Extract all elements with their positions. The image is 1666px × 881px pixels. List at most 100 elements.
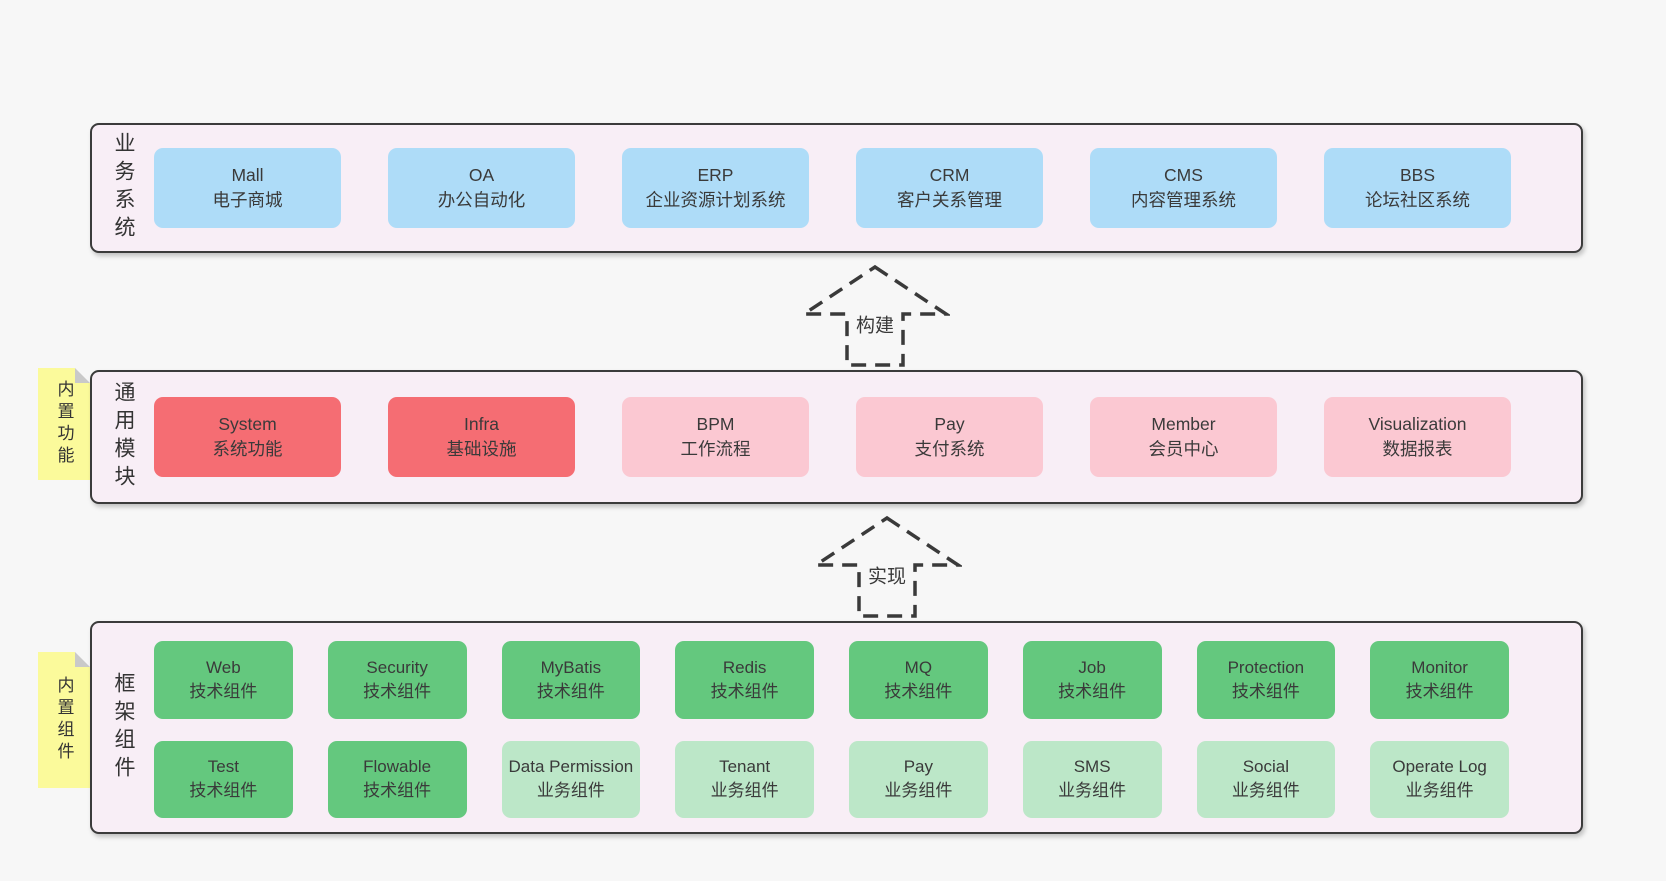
box-subtitle: 业务组件 [1058,781,1127,801]
box-title: Mall [231,164,264,185]
diagram-box-security: Security 技术组件 [327,641,467,719]
diagram-box-sms: SMS 业务组件 [1022,740,1162,818]
diagram-box-pay: Pay 业务组件 [849,740,988,818]
box-title: Security [366,657,428,677]
box-title: Job [1078,657,1106,677]
box-subtitle: 客户关系管理 [897,190,1002,210]
diagram-box-protection: Protection 技术组件 [1196,641,1336,719]
diagram-box-flowable: Flowable 技术组件 [327,740,467,818]
diagram-box-job: Job 技术组件 [1022,641,1162,719]
common-modules-row: System 系统功能 Infra 基础设施 BPM 工作流程 Pay 支付系统 Member 会… [154,372,1581,502]
sticky-note-builtin-features: 内置功能 [38,368,90,480]
diagram-box-operate-log: Operate Log 业务组件 [1370,740,1509,818]
box-subtitle: 业务组件 [1405,781,1474,801]
section-label-wrap: 框架组件 [92,623,154,832]
box-title: SMS [1073,757,1111,777]
box-subtitle: 支付系统 [914,439,985,459]
sticky-note-builtin-components: 内置组件 [38,652,90,788]
box-subtitle: 技术组件 [710,681,779,701]
section-label-wrap: 通用模块 [92,372,154,502]
box-subtitle: 电子商城 [212,190,283,210]
box-title: Monitor [1411,657,1468,677]
implement-arrow: 实现 [812,515,962,619]
box-subtitle: 技术组件 [189,681,258,701]
box-subtitle: 技术组件 [1231,681,1300,701]
box-title: OA [468,164,495,185]
box-subtitle: 系统功能 [212,439,283,459]
diagram-box-redis: Redis 技术组件 [675,641,814,719]
arrow-label: 构建 [851,309,899,339]
box-title: Pay [903,757,934,777]
diagram-box-oa: OA 办公自动化 [388,148,575,228]
box-subtitle: 业务组件 [884,781,953,801]
diagram-box-monitor: Monitor 技术组件 [1370,641,1509,719]
box-title: BPM [696,413,735,434]
box-subtitle: 技术组件 [536,681,605,701]
diagram-box-system: System 系统功能 [154,397,341,477]
box-subtitle: 会员中心 [1148,439,1219,459]
box-title: MyBatis [540,657,602,677]
box-title: Social [1242,757,1290,777]
box-subtitle: 技术组件 [1405,681,1474,701]
diagram-box-cms: CMS 内容管理系统 [1090,148,1277,228]
diagram-box-bpm: BPM 工作流程 [622,397,809,477]
box-subtitle: 工作流程 [680,439,751,459]
up-arrow-icon [812,515,962,618]
box-subtitle: 业务组件 [536,781,605,801]
box-subtitle: 基础设施 [446,439,517,459]
box-title: Web [206,657,241,677]
up-arrow-icon [800,264,950,367]
box-subtitle: 论坛社区系统 [1365,190,1470,210]
box-subtitle: 业务组件 [710,781,779,801]
business-systems-row: Mall 电子商城 OA 办公自动化 ERP 企业资源计划系统 CRM 客户关系管理 CMS 内容… [154,125,1581,251]
diagram-box-member: Member 会员中心 [1090,397,1277,477]
box-title: MQ [904,657,933,677]
diagram-box-bbs: BBS 论坛社区系统 [1324,148,1511,228]
box-title: ERP [697,164,734,185]
diagram-box-social: Social 业务组件 [1196,740,1336,818]
box-subtitle: 企业资源计划系统 [645,190,786,210]
section-label: 框架组件 [112,671,135,784]
section-label-wrap: 业务系统 [92,125,154,251]
box-subtitle: 业务组件 [1231,781,1300,801]
box-subtitle: 技术组件 [884,681,953,701]
section-label: 业务系统 [112,132,135,244]
box-title: Data Permission [508,757,634,777]
box-title: Operate Log [1392,757,1487,777]
box-title: Member [1151,413,1216,434]
diagram-box-mall: Mall 电子商城 [154,148,341,228]
box-subtitle: 办公自动化 [437,190,526,210]
box-subtitle: 技术组件 [1058,681,1127,701]
diagram-box-pay: Pay 支付系统 [856,397,1043,477]
box-title: BBS [1399,164,1436,185]
box-title: Redis [722,657,767,677]
box-title: CRM [929,164,970,185]
diagram-box-crm: CRM 客户关系管理 [856,148,1043,228]
diagram-box-mq: MQ 技术组件 [849,641,988,719]
box-title: System [218,413,277,434]
diagram-box-infra: Infra 基础设施 [388,397,575,477]
diagram-box-erp: ERP 企业资源计划系统 [622,148,809,228]
box-title: Visualization [1368,413,1467,434]
box-subtitle: 技术组件 [363,681,432,701]
section-label: 通用模块 [112,381,135,493]
box-subtitle: 内容管理系统 [1131,190,1236,210]
box-title: Flowable [363,757,432,777]
diagram-box-mybatis: MyBatis 技术组件 [501,641,641,719]
box-title: Infra [463,413,500,434]
arrow-label: 实现 [863,560,911,590]
box-title: Pay [934,413,965,434]
note-label: 内置功能 [54,380,74,468]
diagram-box-web: Web 技术组件 [154,641,293,719]
diagram-box-data-permission: Data Permission 业务组件 [501,740,641,818]
box-title: CMS [1164,164,1203,185]
section-business-systems: 业务系统 Mall 电子商城 OA 办公自动化 ERP 企业资源计划系统 CRM 客户关系管理… [90,123,1583,253]
box-subtitle: 技术组件 [363,781,432,801]
box-title: Protection [1227,657,1305,677]
